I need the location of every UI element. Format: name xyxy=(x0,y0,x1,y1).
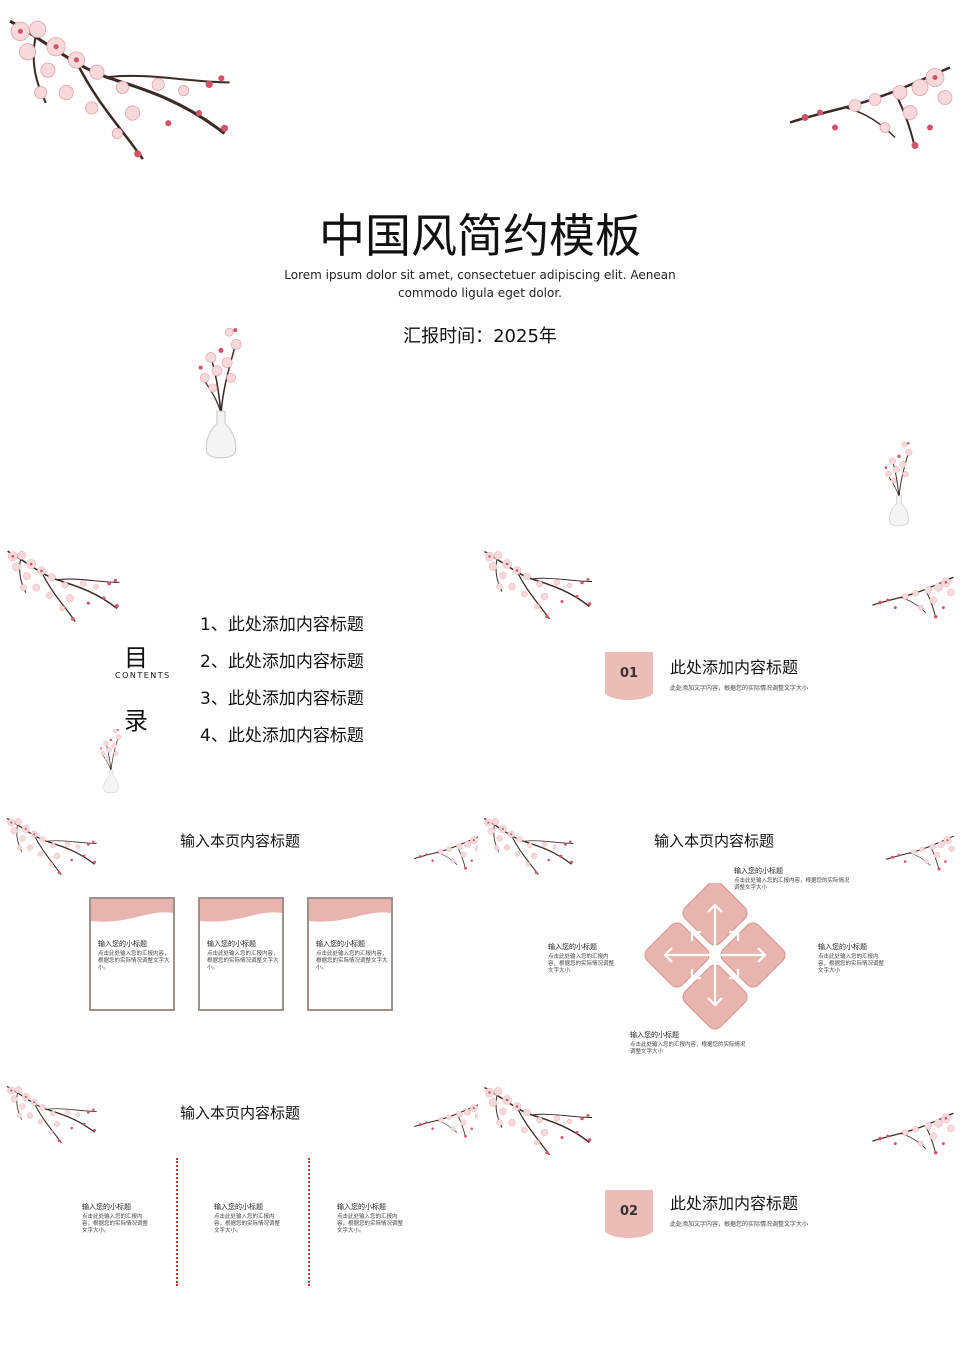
info-card: 输入您的小标题 点击此处输入您的汇报内容，根据您的实际情况调整文字大小。 xyxy=(89,897,175,1011)
plum-blossom-branch-icon xyxy=(5,813,105,878)
cover-title: 中国风简约模板 xyxy=(319,209,641,263)
card-header-decoration xyxy=(200,899,282,922)
slide-title: 输入本页内容标题 xyxy=(180,832,301,850)
point-body-right: 点击此处输入您的汇报内容，根据您的实际情况调整文字大小 xyxy=(818,954,885,974)
vase-with-blossom-icon xyxy=(878,438,920,530)
cover-subtitle-line2: commodo ligula eget dolor. xyxy=(397,286,562,300)
plum-blossom-branch-icon xyxy=(5,1081,105,1146)
toc-heading-en: CONTENTS xyxy=(115,671,171,680)
four-diamond-diagram xyxy=(644,883,786,1030)
section-title: 此处添加内容标题 xyxy=(670,1194,799,1213)
card-title: 输入您的小标题 xyxy=(316,940,365,948)
toc-item[interactable]: 4、此处添加内容标题 xyxy=(200,726,364,746)
point-title-right: 输入您的小标题 xyxy=(818,943,867,951)
info-card: 输入您的小标题 点击此处输入您的汇报内容，根据您的实际情况调整文字大小。 xyxy=(307,897,393,1011)
column-title: 输入您的小标题 xyxy=(337,1203,386,1211)
column-title: 输入您的小标题 xyxy=(214,1203,263,1211)
plum-blossom-branch-icon xyxy=(5,10,250,165)
plum-blossom-branch-icon xyxy=(870,570,956,625)
plum-blossom-branch-icon xyxy=(412,1098,478,1143)
info-card: 输入您的小标题 点击此处输入您的汇报内容，根据您的实际情况调整文字大小。 xyxy=(198,897,284,1011)
column-divider xyxy=(308,1158,310,1286)
vase-with-blossom-icon xyxy=(190,322,252,464)
point-body-left: 点击此处输入您的汇报内容，根据您的实际情况调整文字大小 xyxy=(548,954,615,974)
toc-item[interactable]: 2、此处添加内容标题 xyxy=(200,652,364,672)
section-desc: 此处添加文字内容，根据您的实际情况调整文字大小 xyxy=(670,685,809,692)
cover-subtitle-line1: Lorem ipsum dolor sit amet, consectetuer… xyxy=(284,268,676,282)
diamond-slide: 输入本页内容标题 输入您的小标题 点击此处输入您的汇报内容，根据您的实际情况调整… xyxy=(482,808,960,1076)
point-body-top: 点击此处输入您的汇报内容，根据您的实际情况调整文字大小 xyxy=(734,878,850,891)
column-divider xyxy=(176,1158,178,1286)
section-title: 此处添加内容标题 xyxy=(670,658,799,677)
card-body: 点击此处输入您的汇报内容，根据您的实际情况调整文字大小。 xyxy=(98,951,170,971)
toc-item[interactable]: 3、此处添加内容标题 xyxy=(200,689,364,709)
column-body: 点击此处输入您的汇报内容，根据您的实际情况调整文字大小。 xyxy=(82,1214,149,1234)
toc-heading-top: 目 xyxy=(124,644,148,672)
card-title: 输入您的小标题 xyxy=(207,940,256,948)
card-header-decoration xyxy=(309,899,391,922)
plum-blossom-branch-icon xyxy=(884,830,956,876)
plum-blossom-branch-icon xyxy=(870,1106,956,1161)
plum-blossom-branch-icon xyxy=(412,830,478,875)
toc-slide: 目 CONTENTS 录 1、此处添加内容标题 2、此处添加内容标题 3、此处添… xyxy=(0,540,478,808)
section-number-badge: 02 xyxy=(605,1190,653,1238)
columns-slide: 输入本页内容标题 输入您的小标题 点击此处输入您的汇报内容，根据您的实际情况调整… xyxy=(0,1076,478,1352)
card-body: 点击此处输入您的汇报内容，根据您的实际情况调整文字大小。 xyxy=(207,951,279,971)
section-desc: 此处添加文字内容，根据您的实际情况调整文字大小 xyxy=(670,1221,809,1228)
card-title: 输入您的小标题 xyxy=(98,940,147,948)
slide-title: 输入本页内容标题 xyxy=(654,832,775,850)
point-title-left: 输入您的小标题 xyxy=(548,943,597,951)
plum-blossom-branch-icon xyxy=(482,813,582,878)
vase-with-blossom-icon xyxy=(96,725,126,797)
point-title-bottom: 输入您的小标题 xyxy=(630,1031,679,1039)
column-body: 点击此处输入您的汇报内容，根据您的实际情况调整文字大小。 xyxy=(214,1214,281,1234)
cover-slide: 中国风简约模板 Lorem ipsum dolor sit amet, cons… xyxy=(0,0,960,540)
point-body-bottom: 点击此处输入您的汇报内容，根据您的实际情况调整文字大小 xyxy=(630,1042,746,1055)
cards-slide: 输入本页内容标题 输入您的小标题 点击此处输入您的汇报内容，根据您的实际情况调整… xyxy=(0,808,478,1076)
column-body: 点击此处输入您的汇报内容，根据您的实际情况调整文字大小。 xyxy=(337,1214,404,1234)
plum-blossom-branch-icon xyxy=(5,545,130,625)
plum-blossom-branch-icon xyxy=(785,55,955,160)
section-01-slide: 01 此处添加内容标题 此处添加文字内容，根据您的实际情况调整文字大小 xyxy=(482,540,960,808)
toc-item[interactable]: 1、此处添加内容标题 xyxy=(200,615,364,635)
card-header-decoration xyxy=(91,899,173,922)
column-title: 输入您的小标题 xyxy=(82,1203,131,1211)
plum-blossom-branch-icon xyxy=(482,1081,602,1159)
section-02-slide: 02 此处添加内容标题 此处添加文字内容，根据您的实际情况调整文字大小 xyxy=(482,1076,960,1352)
point-title-top: 输入您的小标题 xyxy=(734,867,783,875)
report-time: 汇报时间：2025年 xyxy=(403,326,557,347)
card-body: 点击此处输入您的汇报内容，根据您的实际情况调整文字大小。 xyxy=(316,951,388,971)
slide-title: 输入本页内容标题 xyxy=(180,1104,301,1122)
plum-blossom-branch-icon xyxy=(482,545,602,623)
toc-heading-bottom: 录 xyxy=(124,707,148,735)
section-number-badge: 01 xyxy=(605,652,653,700)
